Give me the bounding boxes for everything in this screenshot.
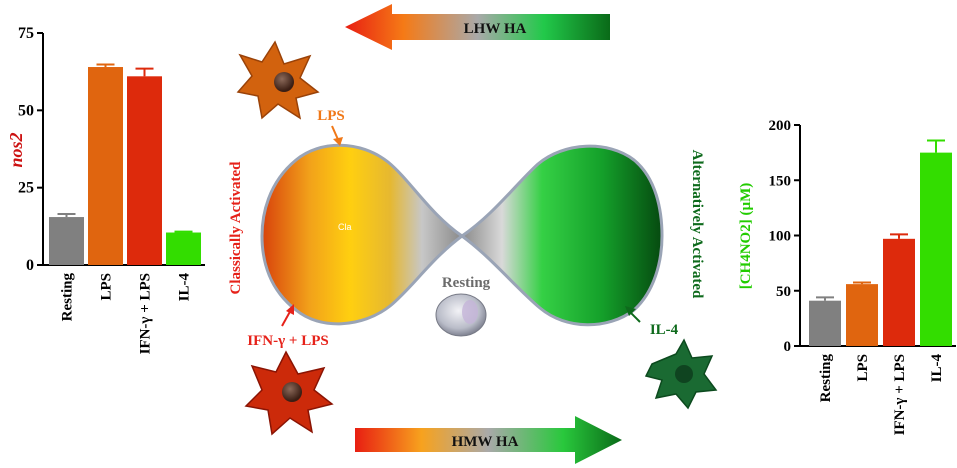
x-tick-label: LPS [855,354,871,382]
x-tick-label: LPS [99,273,115,301]
x-tick-label: Resting [60,273,76,322]
y-tick-label: 200 [769,118,792,134]
resting-cell-icon [435,293,487,337]
bar-resting [809,300,841,346]
lhw-ha-label: LHW HA [464,21,527,37]
arrow-right-shape [355,416,622,464]
ch4no2-bar-chart: 0 50 100 150 200 Resting LPS IFN-γ + LPS IL-4 [… [738,118,956,435]
x-tick-label: Resting [818,354,834,403]
il4-macrophage-icon [644,338,718,410]
x-tick-label: IL-4 [929,354,945,383]
y-axis-label: [CH4NO2] (µM) [738,183,754,290]
lhw-ha-arrow: LHW HA [345,4,610,50]
ifn-lps-stimulus-label: IFN-γ + LPS [247,333,328,349]
x-tick-label: IL-4 [177,273,193,302]
bar-lps [88,67,123,265]
x-tick-label: IFN-γ + LPS [138,273,154,354]
y-tick-label: 0 [784,339,792,355]
lps-arrowhead [333,137,343,146]
alternatively-activated-label: Alternatively Activated [689,150,705,299]
il4-stimulus-label: IL-4 [650,322,679,338]
resting-label: Resting [442,275,491,291]
y-tick-label: 0 [26,257,34,274]
y-tick-label: 75 [18,25,34,42]
watermark: Cla [338,222,352,232]
lps-stimulus-label: LPS [317,108,345,124]
y-axis-label: nos2 [6,132,26,167]
y-tick-label: 150 [769,173,792,189]
hmw-ha-arrow: HMW HA [355,416,622,464]
il4-arrowhead [625,306,636,316]
classically-activated-label: Classically Activated [228,161,244,295]
x-tick-label: IFN-γ + LPS [892,354,908,435]
bar-il-4 [166,232,201,265]
y-tick-label: 50 [18,102,34,119]
nos2-bar-chart: 0 25 50 75 Resting LPS IFN-γ + LPS IL-4 nos2 [6,25,205,354]
y-tick-label: 25 [18,180,34,197]
bar-ifn-lps [127,76,162,265]
bar-lps [846,284,878,346]
bar-ifn-lps [883,238,915,346]
ifn-arrowhead [286,304,294,315]
hmw-ha-label: HMW HA [452,434,519,450]
bar-il-4 [920,152,952,346]
y-tick-label: 50 [776,284,791,300]
y-tick-label: 100 [769,229,792,245]
lps-macrophage-icon [236,40,320,120]
ifn-macrophage-icon [244,350,334,436]
arrow-left-shape [345,4,610,50]
bar-resting [49,217,84,265]
